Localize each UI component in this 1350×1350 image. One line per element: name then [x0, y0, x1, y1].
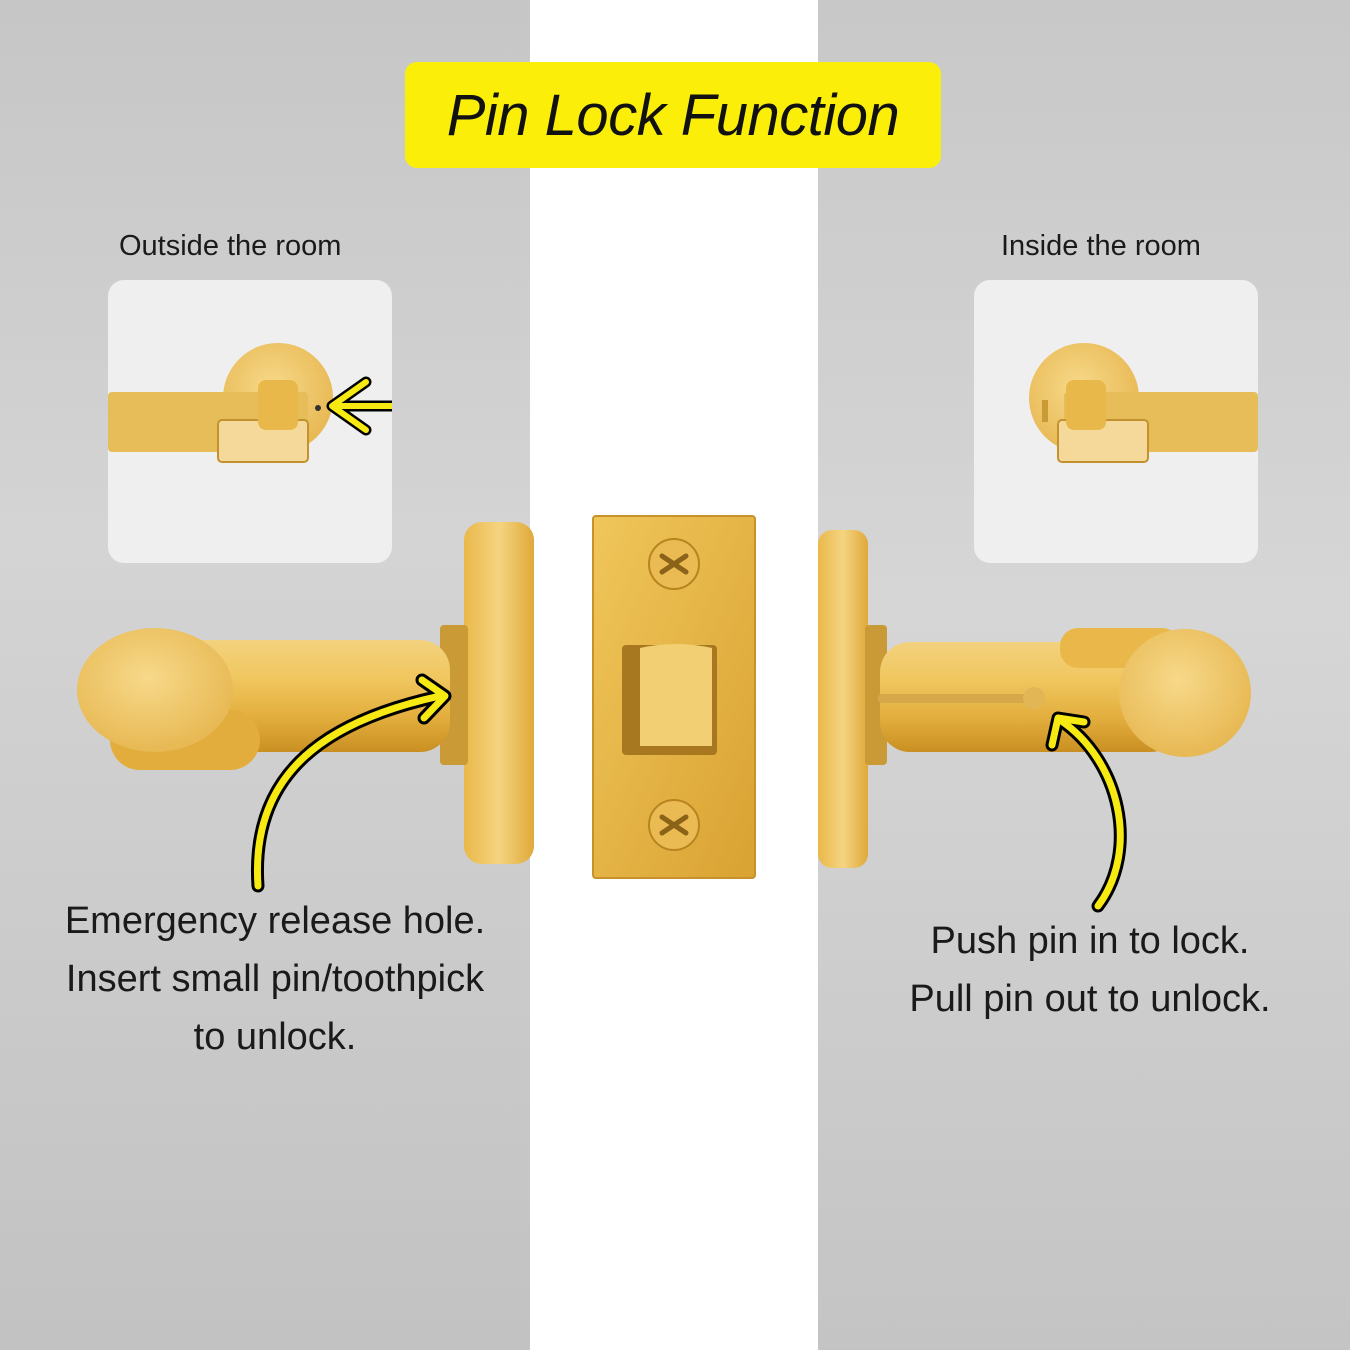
outside-inset-photo: [108, 280, 392, 563]
caption-line: to unlock.: [193, 1016, 357, 1058]
inside-inset-photo: [974, 280, 1258, 563]
latch-faceplate: [592, 515, 756, 879]
inside-lever-handle: [818, 530, 1251, 868]
inside-rose: [818, 530, 868, 868]
title-banner: Pin Lock Function: [405, 62, 941, 168]
outside-rose: [464, 522, 534, 864]
page-title: Pin Lock Function: [446, 82, 900, 148]
label-inside: Inside the room: [1001, 230, 1201, 262]
label-outside: Outside the room: [119, 230, 342, 262]
caption-emergency-release: Emergency release hole. Insert small pin…: [30, 892, 520, 1066]
caption-line: Pull pin out to unlock.: [909, 978, 1271, 1020]
outside-lever-handle: [77, 522, 534, 864]
caption-line: Push pin in to lock.: [930, 920, 1250, 962]
push-pin: [878, 694, 1028, 703]
caption-line: Emergency release hole.: [64, 900, 486, 942]
caption-line: Insert small pin/toothpick: [65, 958, 485, 1000]
caption-push-pin: Push pin in to lock. Pull pin out to unl…: [870, 912, 1310, 1028]
